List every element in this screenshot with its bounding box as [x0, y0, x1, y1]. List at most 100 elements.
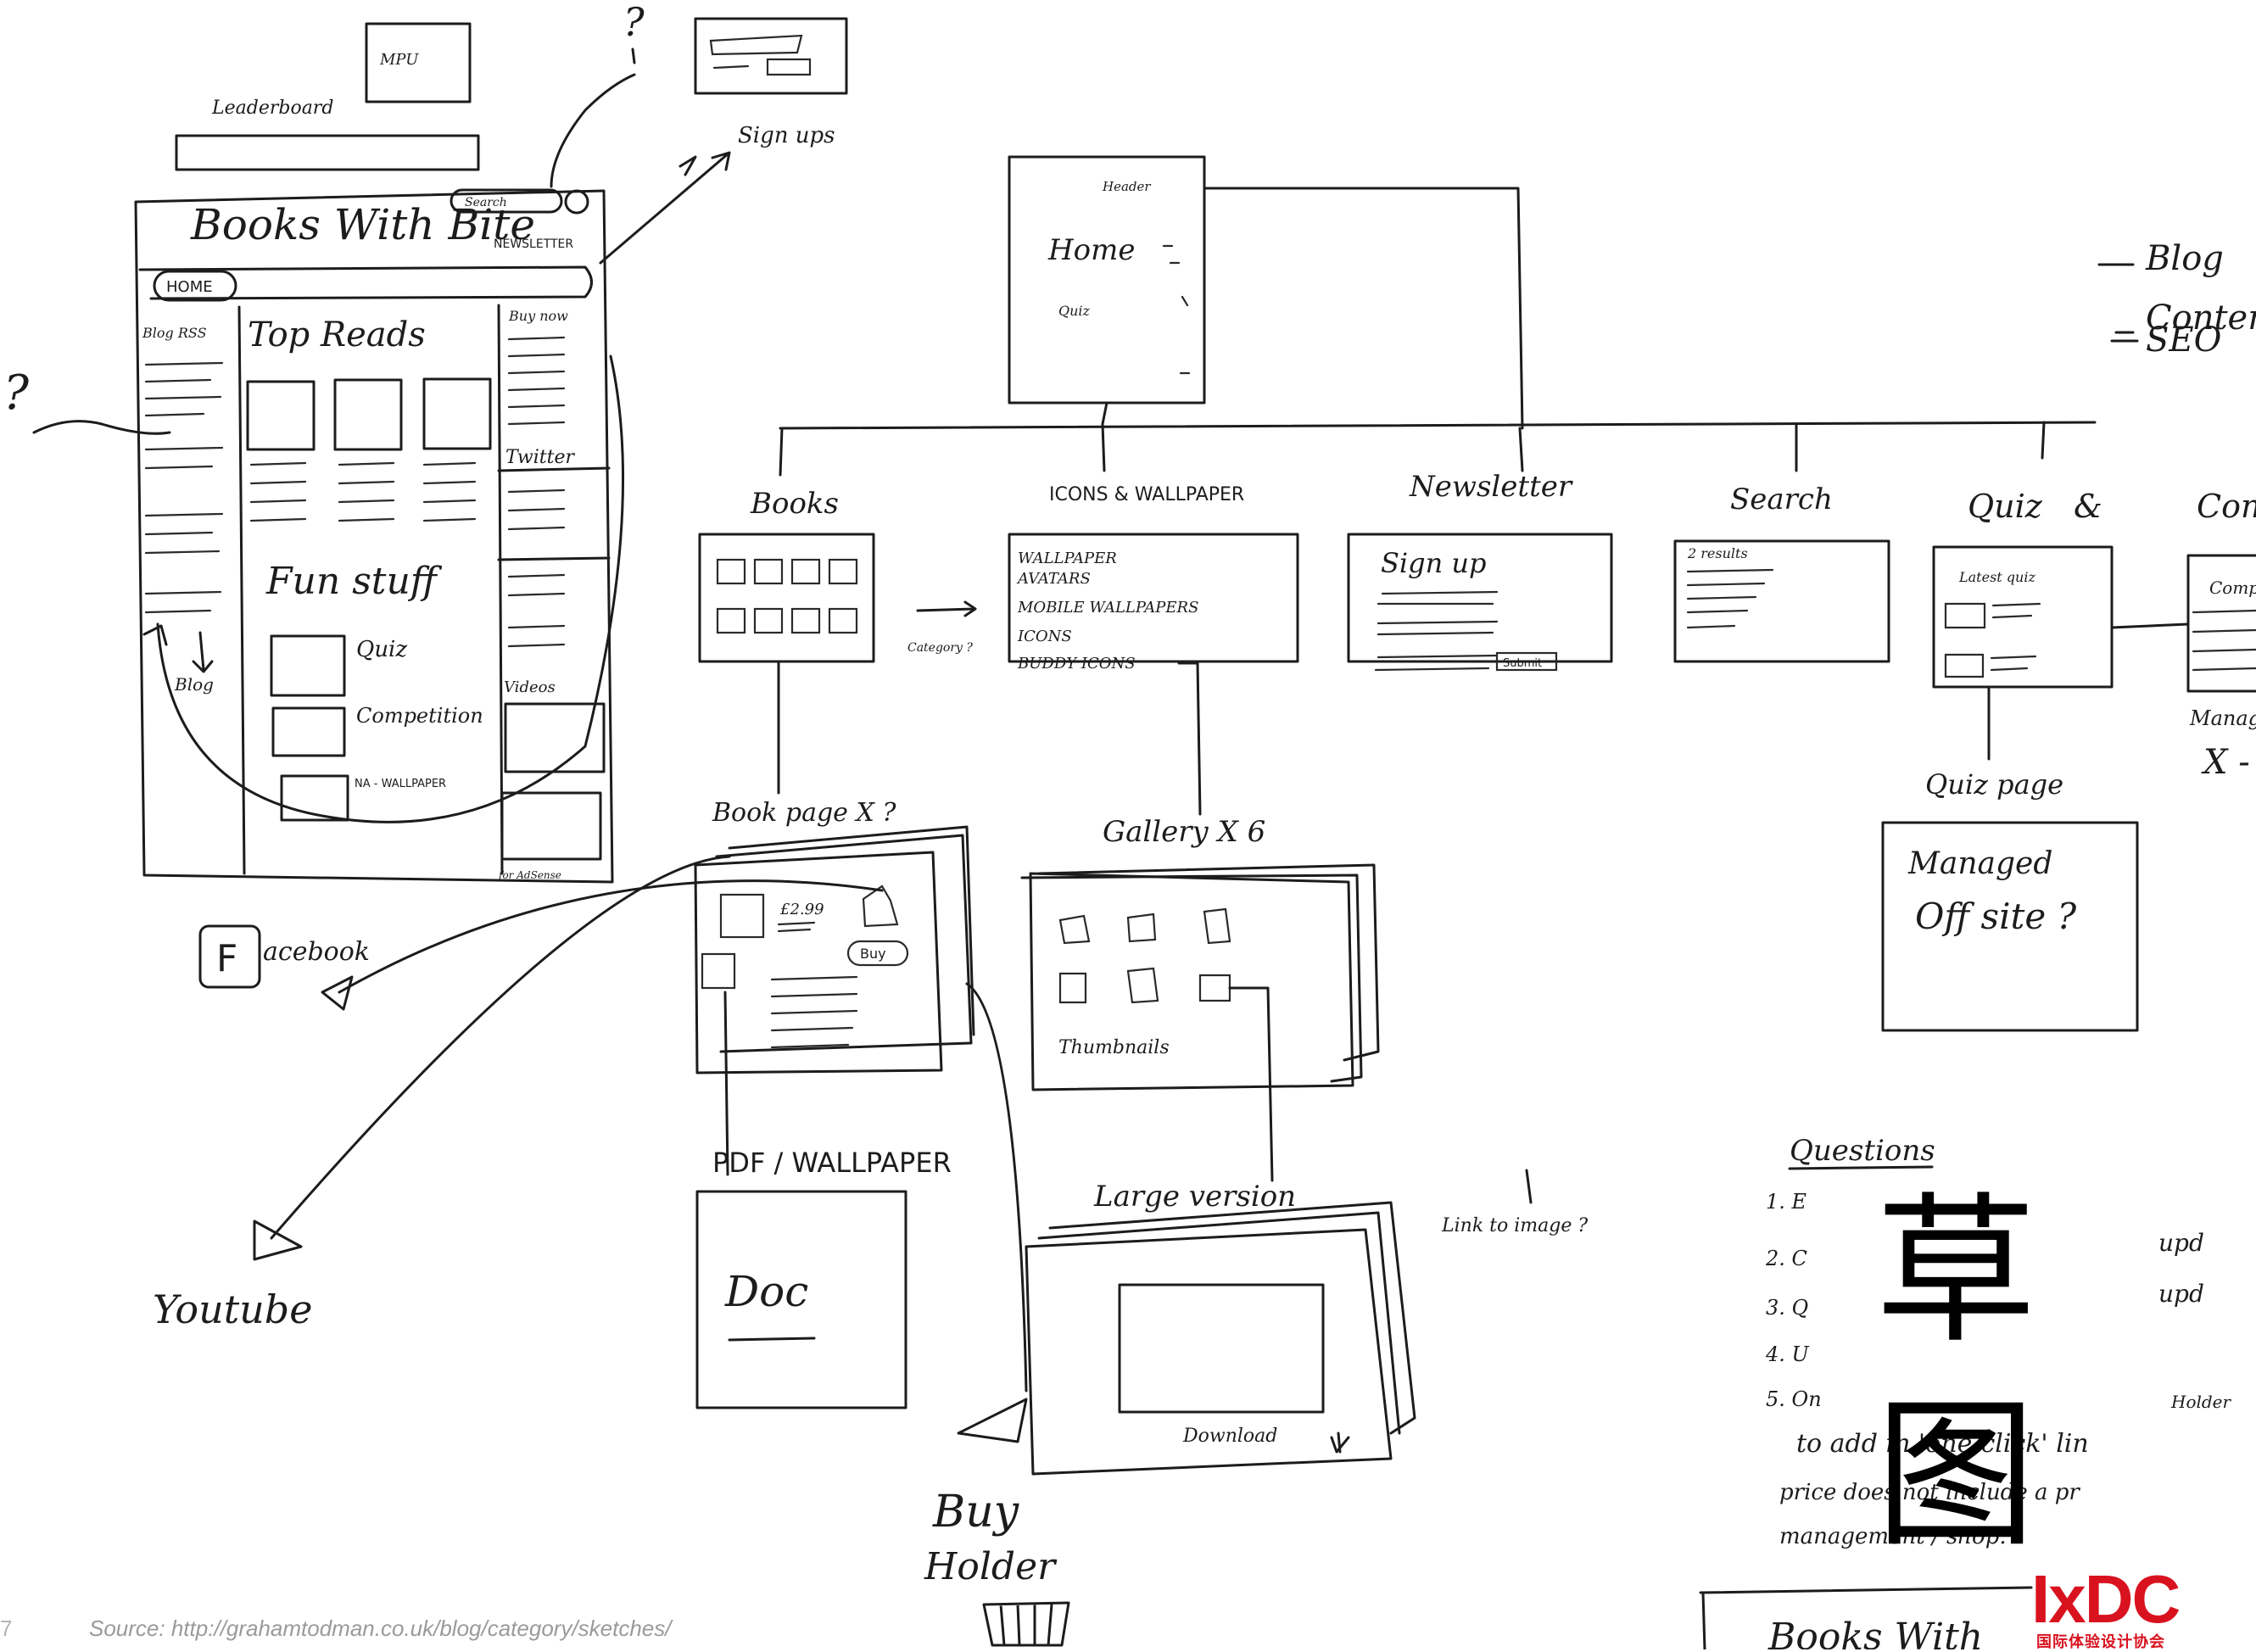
left-question-line [34, 421, 170, 434]
bottom-box-label: Books With [1767, 1616, 1983, 1649]
icons-item-1: AVATARS [1016, 570, 1091, 588]
icons-item-3: ICONS [1017, 628, 1072, 645]
ixdc-logo: IxDC 国际体验设计协会 [2031, 1567, 2256, 1649]
gallery-thumbs [1060, 909, 1230, 1002]
ixdc-logo-mark: IxDC [2031, 1567, 2179, 1632]
signup-box-content [711, 36, 810, 75]
top-question-line [551, 75, 634, 187]
large-version-label: Large version [1093, 1180, 1296, 1214]
book-price: £2.99 [779, 901, 824, 918]
top-question-mark: ? [623, 0, 645, 45]
youtube-label: Youtube [153, 1286, 312, 1332]
top-reads-thumbs [248, 379, 490, 449]
quiz-section-extra: & [2074, 488, 2102, 525]
buy-holder-1: Buy [932, 1487, 1019, 1538]
books-to-icons-arrow [918, 602, 975, 616]
flow-curve-head [144, 626, 166, 645]
leaderboard-label: Leaderboard [211, 98, 333, 119]
leaderboard-box [176, 136, 478, 170]
quiz-thumb [271, 636, 344, 695]
blog-arrow [193, 633, 212, 672]
home-quiz-label: Quiz [1058, 303, 1091, 319]
newsletter-section-label: Newsletter [1409, 470, 1573, 504]
home-header-label: Header [1102, 179, 1151, 194]
left-col-lines [146, 363, 222, 612]
facebook-link-curve [339, 881, 882, 992]
right-col-rules [499, 468, 609, 560]
question-5: 5. On [1766, 1387, 1822, 1411]
sitemap-connectors [780, 188, 2095, 475]
icons-item-0: WALLPAPER [1018, 550, 1117, 567]
link-note-1: Link to image ? [1441, 1215, 1588, 1236]
newsletter-label: NEWSLETTER [494, 237, 573, 251]
quiz-to-comp [2112, 624, 2188, 628]
right-col-lines [509, 338, 564, 646]
side-note-seo: SEO [2146, 321, 2221, 360]
facebook-label: acebook [263, 937, 370, 967]
book-text-lines [772, 977, 857, 1047]
home-box-marks [1164, 246, 1189, 373]
books-grid [718, 560, 857, 633]
signup-arrowhead [680, 157, 695, 175]
comp-section-label: Comp [2197, 488, 2256, 525]
managed-line-2: Off site ? [1915, 896, 2077, 937]
comp-manage: Manage [2189, 706, 2256, 730]
source-credit: Source: http://grahamtodman.co.uk/blog/c… [89, 1616, 672, 1642]
twitter-label: Twitter [505, 447, 575, 468]
right-col-divider [499, 305, 502, 873]
facebook-f: F [216, 937, 237, 980]
managed-line-1: Managed [1907, 846, 2052, 881]
wallpaper-label: NA - WALLPAPER [355, 778, 446, 790]
competition-label: Competition [356, 704, 483, 728]
videos-label: Videos [504, 678, 556, 696]
quiz-section-label: Quiz [1968, 488, 2043, 525]
for-adsense-label: for AdSense [498, 869, 561, 881]
like-thumb-icon [863, 886, 897, 926]
category-label: Category ? [907, 641, 973, 655]
buy-holder-2: Holder [924, 1545, 1058, 1588]
facebook-arrowhead [322, 977, 352, 1009]
icons-to-gallery [1179, 663, 1200, 814]
buy-arrowhead [958, 1399, 1026, 1442]
top-reads-label: Top Reads [248, 315, 426, 354]
book-cover [721, 895, 763, 937]
top-reads-lines [251, 463, 475, 521]
large-preview [1120, 1285, 1323, 1412]
mpu-label: MPU [379, 51, 419, 69]
left-question-mark: ? [3, 366, 30, 421]
books-label: Books [750, 487, 839, 521]
icons-item-4: BUDDY ICONS [1017, 655, 1136, 673]
book-side-thumb [702, 954, 734, 988]
comp-box [2188, 555, 2256, 691]
ixdc-logo-sub: 国际体验设计协会 [2036, 1630, 2165, 1652]
gallery-to-large [1230, 988, 1272, 1180]
quiz-box-content [1946, 604, 2040, 677]
buy-curve [967, 984, 1026, 1391]
side-note-blog: Blog [2145, 239, 2224, 278]
signup-label: Sign ups [738, 123, 835, 148]
doc-underline [729, 1338, 814, 1340]
buy-now-label: Buy now [508, 308, 568, 324]
comp-box-lines [2193, 611, 2256, 670]
basket-icon [984, 1603, 1069, 1645]
icons-label: ICONS & WALLPAPER [1049, 484, 1244, 505]
book-page-stack [695, 827, 974, 1073]
download-icon [1332, 1433, 1349, 1452]
quiz-label: Quiz [356, 637, 407, 662]
gallery-label: Gallery X 6 [1103, 815, 1265, 849]
doc-label: Doc [724, 1267, 808, 1316]
question-right-2: upd [2158, 1280, 2204, 1308]
video-box-1 [505, 704, 604, 772]
top-question-dot [633, 49, 634, 63]
pdf-label: PDF / WALLPAPER [712, 1147, 952, 1179]
question-right-1: upd [2158, 1229, 2204, 1257]
page-number: 7 [0, 1616, 12, 1642]
link-note-exclaim [1527, 1170, 1531, 1203]
search-results: 2 results [1687, 545, 1748, 561]
quiz-box-inner: Latest quiz [1958, 569, 2035, 585]
blog-arrow-label: Blog [174, 674, 214, 695]
fun-stuff-label: Fun stuff [265, 560, 443, 603]
home-title: Home [1047, 233, 1135, 267]
questions-heading: Questions [1790, 1134, 1935, 1168]
books-box [700, 534, 874, 661]
